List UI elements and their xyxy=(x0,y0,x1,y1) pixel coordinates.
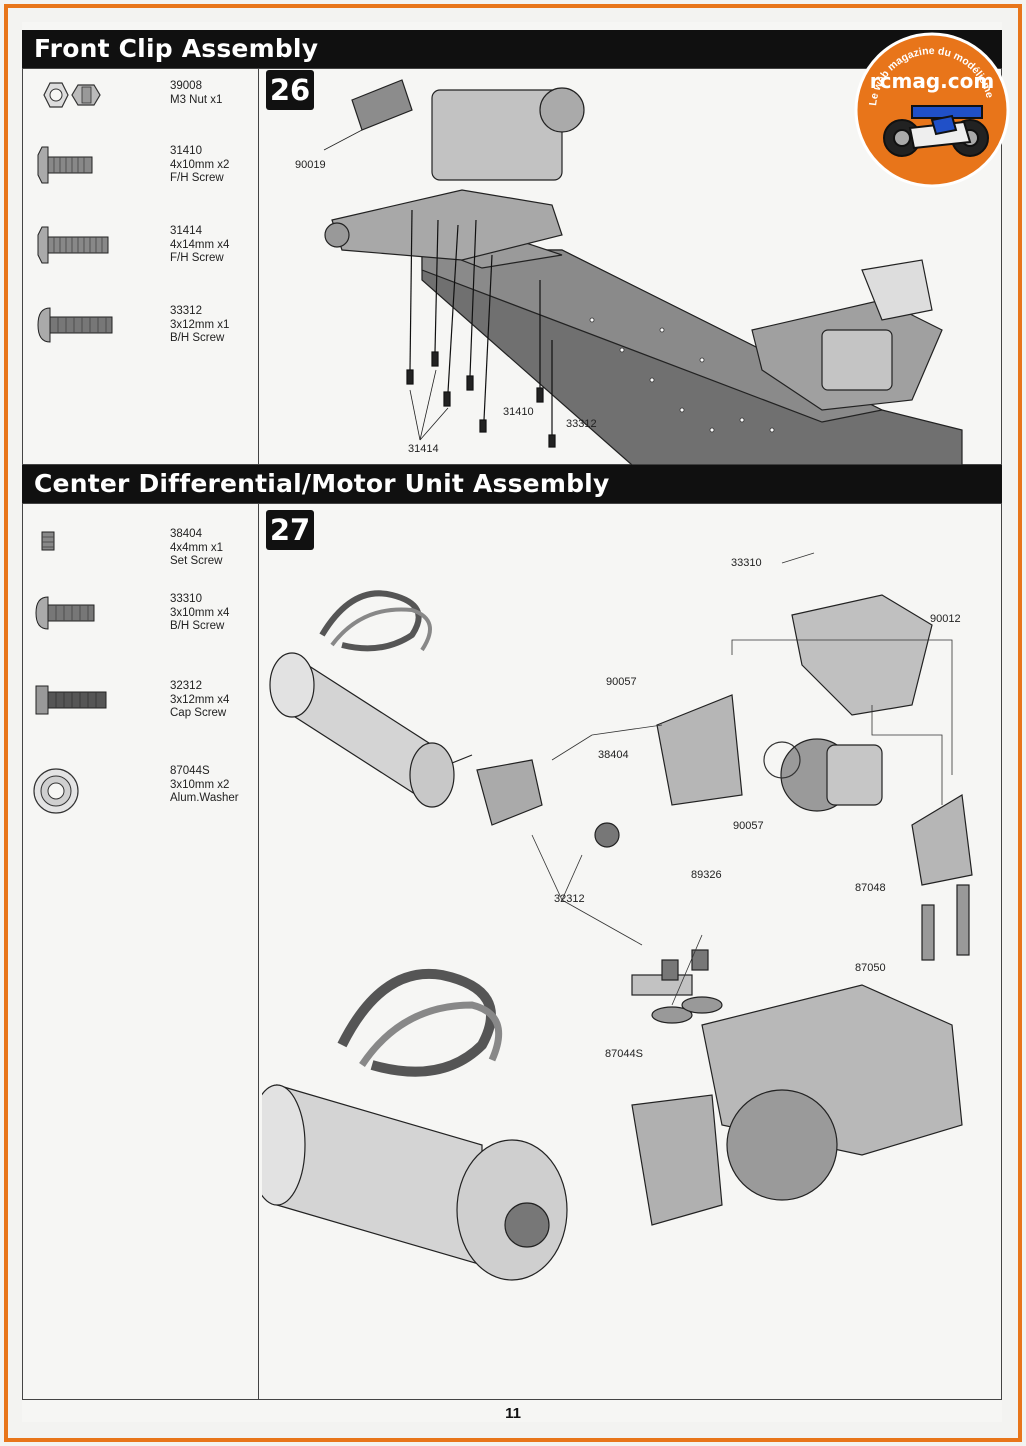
washer-icon xyxy=(33,768,79,814)
part-code: 87044S xyxy=(170,765,210,777)
step-number: 26 xyxy=(266,70,314,110)
flat-head-screw-long-icon xyxy=(37,226,109,264)
callout-32312: 32312 xyxy=(554,893,585,905)
set-screw-icon xyxy=(41,531,55,551)
part-row-31414: 31414 4x14mm x4 F/H Screw xyxy=(30,225,260,295)
part-code: 32312 xyxy=(170,680,202,692)
part-code: 33312 xyxy=(170,305,202,317)
part-label: 33312 3x12mm x1 B/H Screw xyxy=(170,305,229,346)
part-size: 3x10mm x2 xyxy=(170,778,230,791)
callout-33312: 33312 xyxy=(566,418,597,430)
part-row-39008: 39008 M3 Nut x1 xyxy=(30,80,260,150)
part-size: 3x10mm x4 xyxy=(170,606,230,619)
part-code: 31410 xyxy=(170,145,202,157)
part-row-87044S: 87044S 3x10mm x2 Alum.Washer xyxy=(30,765,260,835)
part-size: M3 Nut x1 xyxy=(170,93,223,106)
callout-90057-ring: 90057 xyxy=(733,820,764,832)
part-label: 39008 M3 Nut x1 xyxy=(170,80,222,107)
parts-column-divider xyxy=(258,68,259,465)
part-type: B/H Screw xyxy=(170,620,225,632)
part-label: 87044S 3x10mm x2 Alum.Washer xyxy=(170,765,239,806)
part-code: 33310 xyxy=(170,593,202,605)
callout-87044S: 87044S xyxy=(605,1048,643,1060)
section-title-center-diff: Center Differential/Motor Unit Assembly xyxy=(22,465,1002,503)
nut-icon xyxy=(43,82,101,108)
part-size: 4x10mm x2 xyxy=(170,158,230,171)
part-label: 38404 4x4mm x1 Set Screw xyxy=(170,528,223,569)
callout-87048: 87048 xyxy=(855,882,886,894)
part-row-32312: 32312 3x12mm x4 Cap Screw xyxy=(30,680,260,750)
center-diff-panel xyxy=(22,503,1002,1400)
front-clip-panel xyxy=(22,68,1002,465)
center-diff-exploded-diagram xyxy=(262,552,973,1281)
callout-90019: 90019 xyxy=(295,159,326,171)
part-label: 32312 3x12mm x4 Cap Screw xyxy=(170,680,229,721)
callout-33310: 33310 xyxy=(731,557,762,569)
part-type: Cap Screw xyxy=(170,707,227,719)
part-size: 3x12mm x4 xyxy=(170,693,230,706)
page-border xyxy=(4,4,1022,1442)
section-title-front-clip: Front Clip Assembly xyxy=(22,30,1002,68)
front-clip-exploded-diagram xyxy=(323,79,963,465)
part-code: 39008 xyxy=(170,80,202,92)
part-label: 31410 4x10mm x2 F/H Screw xyxy=(170,145,229,186)
part-size: 4x4mm x1 xyxy=(170,541,224,554)
callout-90012: 90012 xyxy=(930,613,961,625)
callout-89326: 89326 xyxy=(691,869,722,881)
page-number: 11 xyxy=(505,1405,521,1422)
callout-87050: 87050 xyxy=(855,962,886,974)
part-code: 31414 xyxy=(170,225,202,237)
part-row-33310: 33310 3x10mm x4 B/H Screw xyxy=(30,593,260,663)
part-type: B/H Screw xyxy=(170,332,225,344)
part-label: 31414 4x14mm x4 F/H Screw xyxy=(170,225,229,266)
part-row-38404: 38404 4x4mm x1 Set Screw xyxy=(30,528,260,598)
part-label: 33310 3x10mm x4 B/H Screw xyxy=(170,593,229,634)
part-row-31410: 31410 4x10mm x2 F/H Screw xyxy=(30,145,260,215)
part-code: 38404 xyxy=(170,528,202,540)
callout-31414: 31414 xyxy=(408,443,439,455)
part-row-33312: 33312 3x12mm x1 B/H Screw xyxy=(30,305,260,375)
part-type: F/H Screw xyxy=(170,172,224,184)
callout-31410: 31410 xyxy=(503,406,534,418)
flat-head-screw-icon xyxy=(37,146,93,184)
callout-38404: 38404 xyxy=(598,749,629,761)
cap-screw-icon xyxy=(35,685,107,715)
logo-text: rcmag.com xyxy=(870,69,994,93)
callout-90057-top: 90057 xyxy=(606,676,637,688)
part-type: F/H Screw xyxy=(170,252,224,264)
part-size: 3x12mm x1 xyxy=(170,318,230,331)
button-head-screw-icon xyxy=(37,307,113,343)
step-number: 27 xyxy=(266,510,314,550)
rcmag-logo: Le web magazine du modélisme rcmag.com xyxy=(852,30,1012,190)
part-type: Alum.Washer xyxy=(170,792,239,804)
rcmag-logo-graphic: Le web magazine du modélisme rcmag.com xyxy=(854,32,1010,188)
part-type: Set Screw xyxy=(170,555,223,567)
button-head-screw-icon xyxy=(35,596,95,630)
part-size: 4x14mm x4 xyxy=(170,238,230,251)
parts-column-divider xyxy=(258,503,259,1400)
